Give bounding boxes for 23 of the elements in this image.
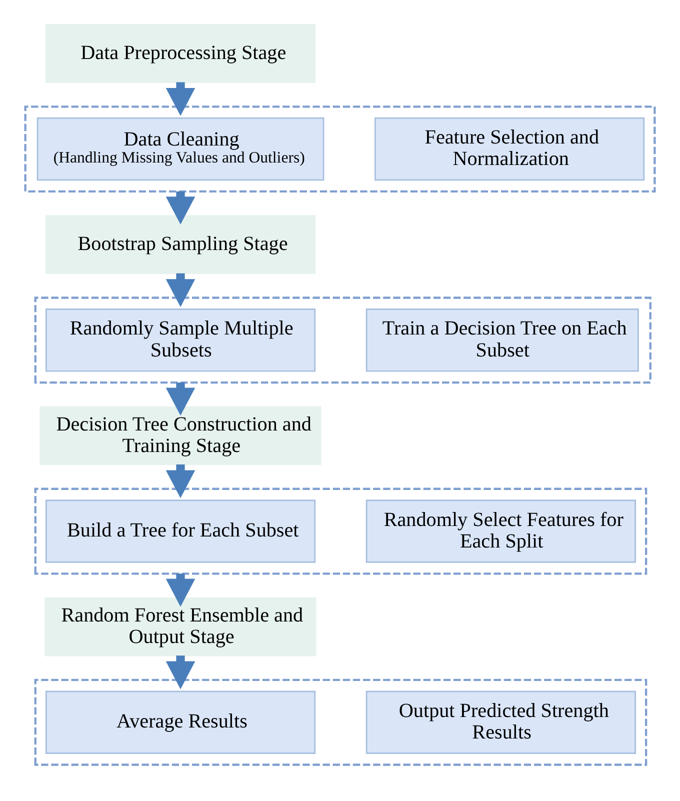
node-box: Decision Tree Construction and Training Stage — [40, 406, 322, 466]
arrow — [166, 574, 196, 607]
node-box: Train a Decision Tree on Each Subset — [366, 308, 639, 372]
arrow — [166, 464, 196, 498]
cluster — [34, 488, 648, 575]
arrow — [166, 82, 196, 116]
node-box: Build a Tree for Each Subset — [45, 500, 316, 563]
cluster — [34, 296, 652, 384]
node-box: Random Forest Ensemble and Output Stage — [44, 597, 316, 656]
cluster — [34, 678, 648, 766]
arrow — [166, 273, 196, 308]
node-box: Randomly Sample Multiple Subsets — [45, 308, 316, 372]
node-box: Data Cleaning (Handling Missing Values and Outliers) — [36, 117, 324, 181]
cluster — [24, 106, 656, 192]
node-box: Output Predicted Strength Results — [366, 690, 636, 754]
node-box: Feature Selection and Normalization — [374, 117, 645, 181]
node-box: Bootstrap Sampling Stage — [45, 215, 316, 274]
node-box: Randomly Select Features for Each Split — [366, 500, 636, 563]
arrow — [166, 656, 196, 690]
node-box: Data Preprocessing Stage — [45, 24, 316, 83]
node-box: Average Results — [45, 690, 316, 754]
arrow — [166, 191, 196, 225]
arrow — [166, 382, 196, 416]
